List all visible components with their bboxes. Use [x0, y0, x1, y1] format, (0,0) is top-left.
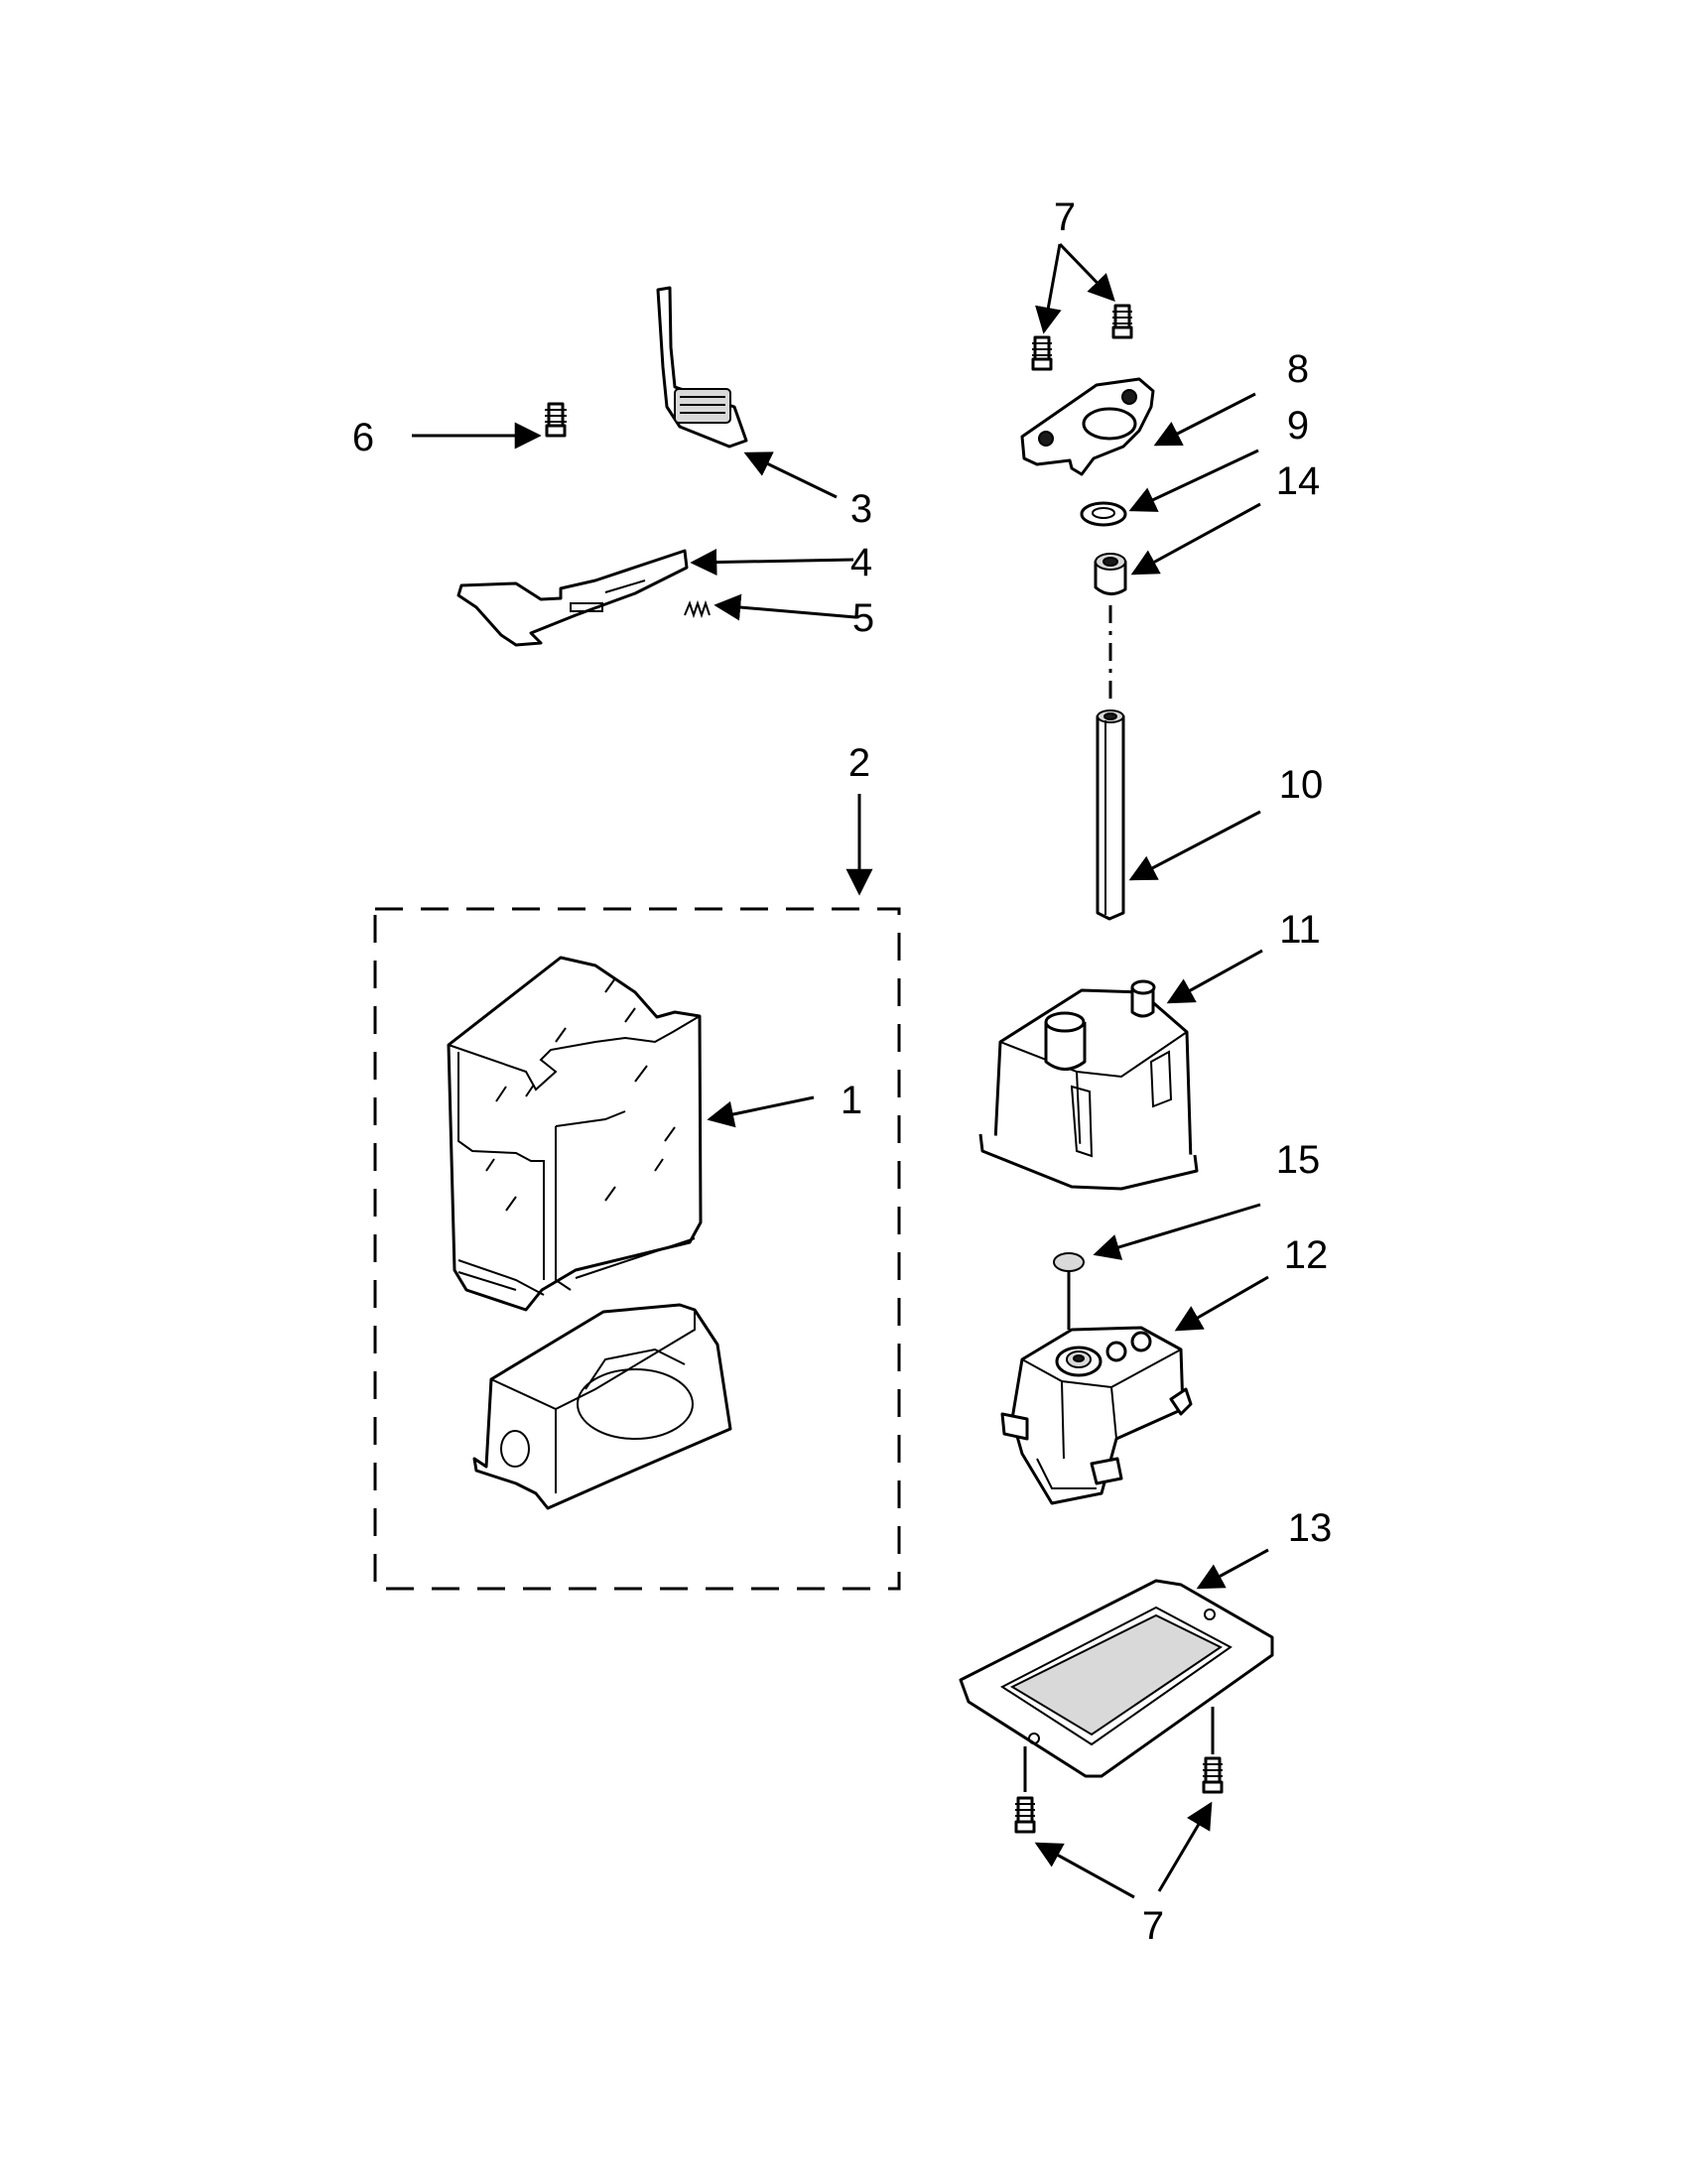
- callout-15: 15: [1276, 1138, 1321, 1182]
- callout-1: 1: [841, 1079, 862, 1122]
- leader-line-3: [743, 451, 838, 499]
- mounting-plate-part-8: [1020, 377, 1155, 476]
- callout-6: 6: [352, 416, 374, 459]
- washer-part-9: [1080, 501, 1127, 527]
- leader-line-9: [1128, 449, 1259, 512]
- leader-line-5: [714, 593, 856, 621]
- leader-line-13: [1196, 1548, 1269, 1590]
- screw-part-7b: [1111, 304, 1133, 339]
- spring-part-5: [684, 599, 711, 619]
- callout-9: 9: [1287, 404, 1309, 448]
- callout-2: 2: [848, 741, 870, 785]
- housing-cover-part-11: [978, 979, 1199, 1191]
- leader-line-12: [1174, 1275, 1269, 1332]
- callout-14: 14: [1276, 459, 1321, 503]
- leader-line-8: [1153, 392, 1256, 447]
- leader-line-15: [1093, 1203, 1261, 1260]
- bushing-part-14: [1094, 553, 1127, 595]
- callout-13: 13: [1288, 1506, 1333, 1550]
- leader-line-11: [1166, 949, 1263, 1004]
- leader-line-7b: [1058, 242, 1115, 302]
- leader-line-7a: [1035, 243, 1062, 334]
- bracket-part-3: [656, 286, 748, 449]
- callout-11: 11: [1279, 908, 1321, 952]
- leader-line-14: [1130, 502, 1261, 576]
- disc-part-15: [1053, 1252, 1085, 1330]
- callout-7-bottom: 7: [1142, 1904, 1164, 1948]
- screw-part-7c: [1014, 1796, 1036, 1834]
- gasket-part-13: [959, 1579, 1274, 1778]
- leader-line-7c: [1034, 1842, 1135, 1899]
- lever-arm-part-4: [456, 549, 689, 647]
- callout-7-top: 7: [1054, 195, 1076, 239]
- leader-line-4: [690, 549, 854, 577]
- callout-12: 12: [1284, 1233, 1329, 1277]
- callout-5: 5: [852, 596, 874, 640]
- leader-line-1: [707, 1095, 815, 1128]
- shaft-part-10: [1096, 709, 1125, 921]
- callout-3: 3: [850, 487, 872, 531]
- callout-4: 4: [850, 541, 872, 584]
- assembly-box-part-2: [373, 907, 901, 1591]
- bucket-base-part-1: [472, 1303, 732, 1510]
- screw-part-7d: [1202, 1756, 1224, 1794]
- leader-line-10: [1128, 810, 1261, 881]
- callout-10: 10: [1279, 763, 1324, 807]
- screw-part-6: [545, 402, 567, 438]
- ice-bucket-part-1: [447, 956, 703, 1312]
- gear-motor-part-12: [1000, 1326, 1193, 1505]
- leader-line-7d: [1157, 1801, 1213, 1892]
- callout-8: 8: [1287, 347, 1309, 391]
- screw-part-7a: [1031, 335, 1053, 371]
